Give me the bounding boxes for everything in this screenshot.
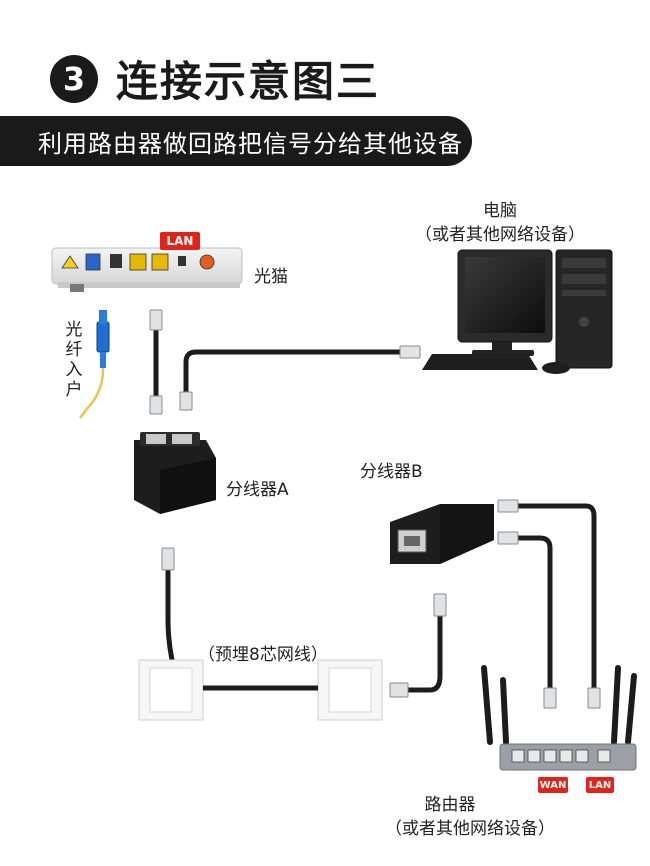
subtitle-banner: 利用路由器做回路把信号分给其他设备 xyxy=(0,116,472,166)
modem-label: 光猫 xyxy=(254,267,288,287)
patch-cable-router xyxy=(516,503,597,690)
rj45-plug xyxy=(161,547,175,571)
rj45-plugs-modem xyxy=(149,309,421,415)
wall-plate-right xyxy=(317,659,383,721)
modem-device xyxy=(51,247,243,292)
patch-cable-splitter-a xyxy=(165,570,175,661)
rj45-plugs-router xyxy=(497,499,601,709)
router-wan-badge: WAN xyxy=(538,777,568,793)
patch-cable-splitter-b xyxy=(400,614,443,693)
subtitle-text: 利用路由器做回路把信号分给其他设备 xyxy=(38,129,463,158)
fiber-in-label: 光纤入户 xyxy=(65,320,83,400)
splitter-b-device xyxy=(390,504,494,564)
computer-label-line2: （或者其他网络设备） xyxy=(415,225,585,245)
router-device xyxy=(481,665,637,771)
splitter-a-device xyxy=(134,432,216,514)
router-lan-badge: LAN xyxy=(586,777,614,793)
splitter-b-label: 分线器B xyxy=(360,462,423,482)
modem-lan-badge: LAN xyxy=(160,232,200,250)
computer-label-line1: 电脑 xyxy=(483,201,517,221)
page-title: 连接示意图三 xyxy=(116,57,381,106)
rj45-plug xyxy=(389,682,409,698)
patch-cable-modem xyxy=(153,327,403,408)
step-number-badge: 3 xyxy=(50,55,98,103)
rj45-plug xyxy=(433,593,447,617)
fiber-cable xyxy=(79,310,110,419)
wall-plate-left xyxy=(138,659,204,721)
router-label-line2: （或者其他网络设备） xyxy=(385,819,555,839)
router-label-line1: 路由器 xyxy=(424,795,476,815)
embedded-cable-label: （预埋8芯网线） xyxy=(198,645,328,665)
splitter-a-label: 分线器A xyxy=(226,480,289,500)
computer-device xyxy=(422,249,613,374)
